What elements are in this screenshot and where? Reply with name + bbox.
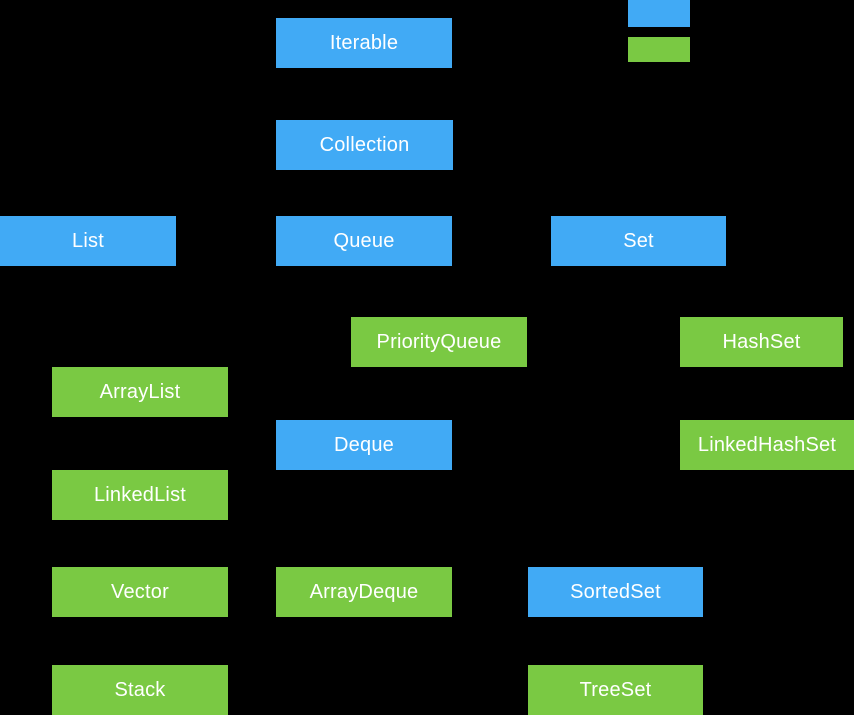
node-set[interactable]: Set [551,216,726,266]
edge-deque-to-linkedlist [140,469,364,471]
edge-iterable-to-collection [363,68,365,94]
edge-deque-to-arraydeque [363,518,365,567]
edge-deque-to-linkedlist [363,470,365,472]
node-vector[interactable]: Vector [52,567,228,617]
edge-queue-to-deque [363,266,365,343]
node-arraylist[interactable]: ArrayList [52,367,228,417]
node-linkedhashset[interactable]: LinkedHashSet [680,420,854,470]
legend-swatch-interface [628,0,690,27]
edge-set-to-sortedset [614,416,617,567]
node-linkedlist[interactable]: LinkedList [52,470,228,520]
edge-list-to-arraylist [139,316,141,367]
edge-vector-to-stack [140,640,142,642]
edge-vector-to-stack [139,617,141,641]
edge-sortedset-to-treeset [614,617,617,641]
edge-collection-to-set [364,192,639,194]
node-collection[interactable]: Collection [276,120,453,170]
edge-hashset-to-linkedhashset [761,392,767,395]
edge-collection-to-set [363,170,366,193]
edge-set-to-hashset [638,290,762,293]
edge-queue-to-deque [363,343,365,420]
legend-swatch-implementation [628,37,690,62]
edge-collection-to-list [88,192,365,194]
node-deque[interactable]: Deque [276,420,452,470]
node-arraydeque[interactable]: ArrayDeque [276,567,452,617]
node-treeset[interactable]: TreeSet [528,665,703,715]
node-priorityqueue[interactable]: PriorityQueue [351,317,527,367]
node-stack[interactable]: Stack [52,665,228,715]
edge-list-to-vector [87,266,89,417]
node-queue[interactable]: Queue [276,216,452,266]
edge-deque-to-arraydeque [363,470,365,519]
node-hashset[interactable]: HashSet [680,317,843,367]
edge-deque-to-arraydeque [364,517,366,520]
edge-queue-to-priorityqueue [438,291,440,317]
edge-hashset-to-linkedhashset [760,367,763,394]
edge-queue-to-priorityqueue [364,290,439,293]
edge-iterable-to-collection [363,94,366,120]
edge-hashset-to-linkedhashset [766,393,768,420]
edge-list-to-arraylist [88,315,140,318]
node-sortedset[interactable]: SortedSet [528,567,703,617]
edge-collection-to-queue [363,193,365,216]
edge-vector-to-stack [139,641,141,665]
node-list[interactable]: List [0,216,176,266]
edge-collection-to-list [87,193,89,216]
node-iterable[interactable]: Iterable [276,18,452,68]
edge-sortedset-to-treeset [614,641,617,665]
edge-sortedset-to-treeset [615,640,618,642]
edge-set-to-sortedset [637,266,640,417]
edge-set-to-sortedset [615,415,639,418]
edge-set-to-hashset [760,291,763,317]
edge-collection-to-set [637,193,640,216]
